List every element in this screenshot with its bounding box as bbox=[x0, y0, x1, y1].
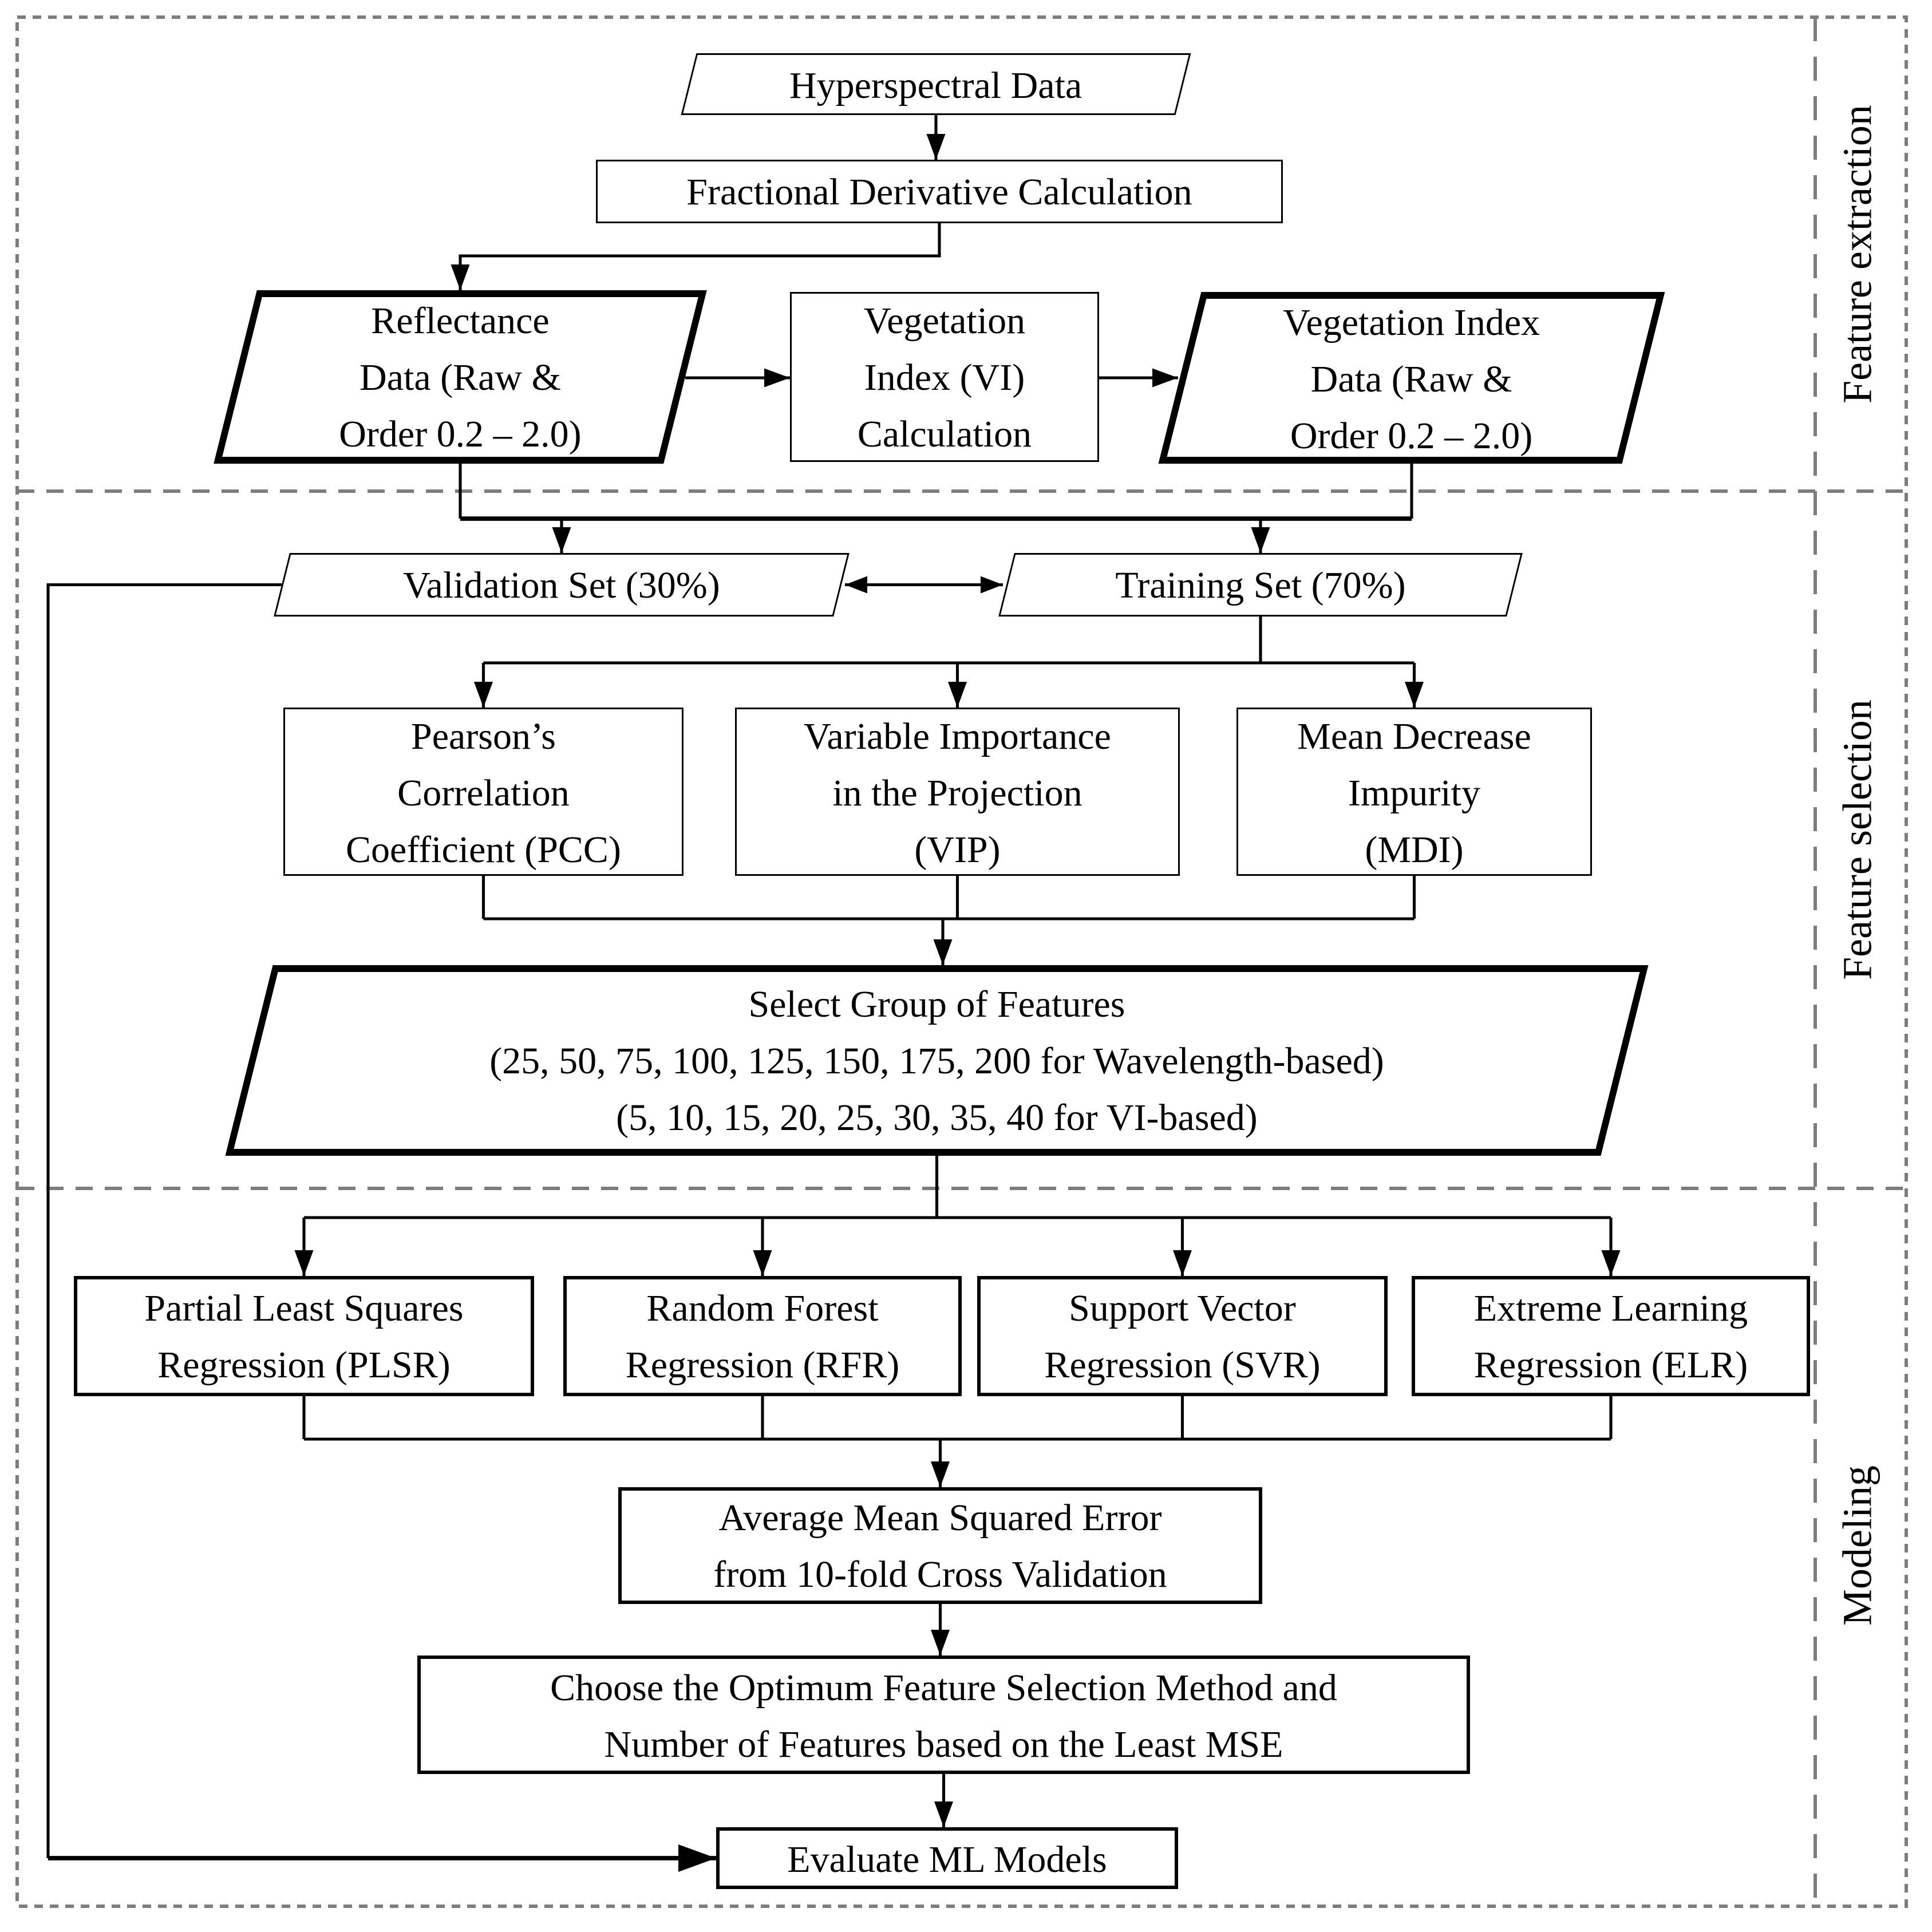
arrow-down-icon bbox=[1173, 1250, 1192, 1276]
node-label: Hyperspectral Data bbox=[789, 62, 1082, 106]
node-label: Pearson’s bbox=[410, 713, 556, 757]
arrow-right-icon bbox=[1152, 368, 1178, 388]
node-fractional-derivative-calculation: Fractional Derivative Calculation bbox=[596, 160, 1283, 223]
arrow-down-icon bbox=[1601, 1250, 1621, 1276]
section-label-feature-extraction: Feature extraction bbox=[1836, 105, 1882, 404]
node-label: Choose the Optimum Feature Selection Met… bbox=[550, 1665, 1337, 1708]
node-choose-optimum: Choose the Optimum Feature Selection Met… bbox=[417, 1656, 1470, 1774]
arrow-left-icon bbox=[845, 576, 867, 594]
arrow-down-icon bbox=[948, 682, 967, 708]
node-elr: Extreme Learning Regression (ELR) bbox=[1412, 1276, 1810, 1396]
node-label: Number of Features based on the Least MS… bbox=[604, 1721, 1283, 1765]
arrow-down-icon bbox=[926, 134, 946, 160]
node-label: Regression (SVR) bbox=[1044, 1343, 1321, 1386]
outer-dashed-border bbox=[15, 15, 1908, 1908]
arrow-down-icon bbox=[552, 527, 571, 553]
arrow-right-icon bbox=[981, 576, 1003, 594]
node-training-set: Training Set (70%) bbox=[998, 553, 1523, 617]
node-pcc: Pearson’s Correlation Coefficient (PCC) bbox=[283, 708, 683, 876]
node-mdi: Mean Decrease Impurity (MDI) bbox=[1236, 708, 1592, 876]
node-vip: Variable Importance in the Projection (V… bbox=[735, 708, 1180, 876]
node-label: Index (VI) bbox=[864, 355, 1025, 398]
node-svr: Support Vector Regression (SVR) bbox=[977, 1276, 1388, 1396]
node-label: (5, 10, 15, 20, 25, 30, 35, 40 for VI-ba… bbox=[616, 1096, 1258, 1139]
arrow-down-icon bbox=[931, 1461, 950, 1487]
node-label: Select Group of Features bbox=[748, 982, 1125, 1025]
node-label: (MDI) bbox=[1365, 827, 1464, 870]
arrowheads bbox=[294, 134, 1621, 1872]
node-label: Correlation bbox=[397, 770, 570, 813]
node-label: Partial Least Squares bbox=[144, 1286, 464, 1329]
node-label: Regression (PLSR) bbox=[157, 1343, 451, 1386]
node-label: (25, 50, 75, 100, 125, 150, 175, 200 for… bbox=[489, 1039, 1384, 1082]
node-label: Data (Raw & bbox=[359, 355, 561, 398]
arrow-down-icon bbox=[474, 682, 493, 708]
node-label: Fractional Derivative Calculation bbox=[686, 170, 1192, 213]
node-label: Vegetation Index bbox=[1283, 299, 1540, 343]
node-label: Calculation bbox=[857, 412, 1032, 455]
node-label: Reflectance bbox=[371, 299, 550, 342]
arrow-down-icon bbox=[933, 939, 953, 965]
arrow-down-icon bbox=[753, 1250, 772, 1276]
node-label: Average Mean Squared Error bbox=[718, 1496, 1162, 1539]
node-label: Regression (ELR) bbox=[1473, 1343, 1748, 1386]
arrow-down-icon bbox=[931, 1630, 950, 1656]
node-average-mse: Average Mean Squared Error from 10-fold … bbox=[618, 1487, 1262, 1604]
node-evaluate-ml-models: Evaluate ML Models bbox=[716, 1827, 1178, 1889]
node-hyperspectral-data: Hyperspectral Data bbox=[681, 53, 1191, 115]
node-vegetation-index-calculation: Vegetation Index (VI) Calculation bbox=[790, 292, 1099, 462]
node-label: Impurity bbox=[1348, 770, 1480, 813]
arrow-down-icon bbox=[934, 1801, 953, 1827]
node-label: Validation Set (30%) bbox=[403, 563, 720, 606]
node-label: Mean Decrease bbox=[1297, 713, 1531, 757]
section-label-modeling: Modeling bbox=[1836, 1465, 1882, 1626]
node-label: Support Vector bbox=[1069, 1286, 1296, 1329]
node-label: Coefficient (PCC) bbox=[346, 827, 621, 870]
arrow-down-icon bbox=[1405, 682, 1424, 708]
node-label: from 10-fold Cross Validation bbox=[713, 1552, 1167, 1595]
arrow-down-icon bbox=[451, 264, 470, 290]
arrow-right-icon bbox=[678, 1844, 716, 1872]
node-label: Evaluate ML Models bbox=[787, 1836, 1107, 1880]
node-label: Data (Raw & bbox=[1311, 356, 1512, 400]
node-label: in the Projection bbox=[832, 770, 1082, 813]
node-label: Training Set (70%) bbox=[1115, 563, 1406, 606]
node-label: (VIP) bbox=[914, 827, 1001, 870]
section-label-feature-selection: Feature selection bbox=[1836, 700, 1882, 980]
node-label: Variable Importance bbox=[804, 713, 1111, 757]
node-reflectance-data: Reflectance Data (Raw & Order 0.2 – 2.0) bbox=[214, 290, 707, 464]
node-plsr: Partial Least Squares Regression (PLSR) bbox=[74, 1276, 534, 1396]
node-rfr: Random Forest Regression (RFR) bbox=[563, 1276, 962, 1396]
node-label: Extreme Learning bbox=[1473, 1286, 1748, 1329]
node-vegetation-index-data: Vegetation Index Data (Raw & Order 0.2 –… bbox=[1158, 292, 1665, 464]
node-label: Order 0.2 – 2.0) bbox=[339, 412, 582, 455]
node-label: Random Forest bbox=[646, 1286, 879, 1329]
node-label: Vegetation bbox=[863, 299, 1026, 342]
arrow-down-icon bbox=[294, 1250, 314, 1276]
node-select-group-of-features: Select Group of Features (25, 50, 75, 10… bbox=[225, 965, 1649, 1156]
arrow-right-icon bbox=[764, 368, 790, 388]
arrow-down-icon bbox=[1251, 527, 1270, 553]
node-label: Order 0.2 – 2.0) bbox=[1290, 413, 1533, 456]
node-label: Regression (RFR) bbox=[625, 1343, 900, 1386]
node-validation-set: Validation Set (30%) bbox=[274, 553, 850, 617]
